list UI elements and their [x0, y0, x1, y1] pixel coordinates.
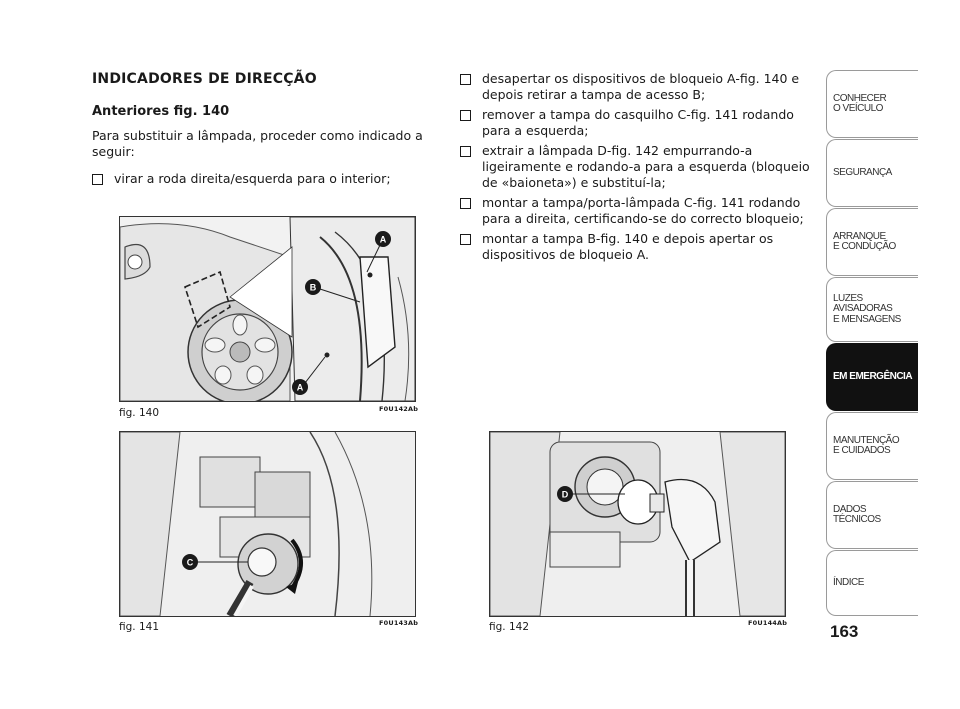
- sidebar-tab-label: MANUTENÇÃO E CUIDADOS: [833, 434, 900, 456]
- callout-label: A: [297, 383, 304, 393]
- section-heading: INDICADORES DE DIRECÇÃO: [92, 71, 317, 87]
- bullet-text: virar a roda direita/esquerda para o int…: [114, 171, 391, 186]
- sidebar-tab-label: SEGURANÇA: [833, 166, 892, 178]
- list-item: montar a tampa/porta-lâmpada C-fig. 141 …: [460, 195, 810, 227]
- list-item: remover a tampa do casquilho C-fig. 141 …: [460, 107, 810, 139]
- checkbox-bullet-icon: [92, 174, 103, 185]
- bullet-text: montar a tampa B-fig. 140 e depois apert…: [482, 231, 774, 262]
- sidebar-tab-dados-tecnicos[interactable]: DADOS TÉCNICOS: [826, 481, 918, 549]
- sidebar-tab-label: ÍNDICE: [833, 576, 864, 588]
- sidebar-tab-em-emergencia[interactable]: EM EMERGÊNCIA: [826, 343, 918, 411]
- figure-code: F0U144Ab: [748, 619, 788, 627]
- figure-code: F0U142Ab: [379, 405, 419, 413]
- figure-141-illustration: C: [119, 431, 416, 617]
- figure-140-illustration: A B A: [119, 216, 416, 402]
- figure-caption: fig. 141: [119, 621, 159, 633]
- list-item: virar a roda direita/esquerda para o int…: [92, 171, 432, 187]
- sidebar-tab-label: EM EMERGÊNCIA: [833, 370, 913, 382]
- bullet-text: montar a tampa/porta-lâmpada C-fig. 141 …: [482, 195, 804, 226]
- sidebar-tab-label: ARRANQUE E CONDUÇÃO: [833, 230, 896, 252]
- sidebar-tab-luzes-avisadoras[interactable]: LUZES AVISADORAS E MENSAGENS: [826, 277, 918, 342]
- callout-label: B: [310, 283, 317, 293]
- bullet-text: desapertar os dispositivos de bloqueio A…: [482, 71, 800, 102]
- sidebar-tab-manutencao-e-cuidados[interactable]: MANUTENÇÃO E CUIDADOS: [826, 412, 918, 480]
- sidebar-tab-seguranca[interactable]: SEGURANÇA: [826, 139, 918, 207]
- callout-label: C: [187, 558, 194, 568]
- figure-caption: fig. 142: [489, 621, 529, 633]
- checkbox-bullet-icon: [460, 74, 471, 85]
- list-item: extrair a lâmpada D-fig. 142 empurrando-…: [460, 143, 810, 191]
- bullet-text: extrair a lâmpada D-fig. 142 empurrando-…: [482, 143, 810, 190]
- intro-paragraph: Para substituir a lâmpada, proceder como…: [92, 128, 423, 159]
- checkbox-bullet-icon: [460, 110, 471, 121]
- sidebar-tab-label: DADOS TÉCNICOS: [833, 503, 881, 525]
- sidebar-tab-arranque-e-conducao[interactable]: ARRANQUE E CONDUÇÃO: [826, 208, 918, 276]
- sidebar-tab-conhecer-o-veiculo[interactable]: CONHECER O VEÍCULO: [826, 70, 918, 138]
- checkbox-bullet-icon: [460, 146, 471, 157]
- figure-142-illustration: D: [489, 431, 786, 617]
- callout-label: A: [380, 235, 387, 245]
- list-item: desapertar os dispositivos de bloqueio A…: [460, 71, 810, 103]
- checkbox-bullet-icon: [460, 234, 471, 245]
- right-bullet-list: desapertar os dispositivos de bloqueio A…: [460, 71, 810, 267]
- callout-label: D: [562, 490, 569, 500]
- sidebar-tab-indice[interactable]: ÍNDICE: [826, 550, 918, 616]
- checkbox-bullet-icon: [460, 198, 471, 209]
- page-number: 163: [830, 622, 859, 641]
- bullet-text: remover a tampa do casquilho C-fig. 141 …: [482, 107, 794, 138]
- figure-caption: fig. 140: [119, 407, 159, 419]
- left-bullet-list: virar a roda direita/esquerda para o int…: [92, 171, 432, 191]
- list-item: montar a tampa B-fig. 140 e depois apert…: [460, 231, 810, 263]
- figure-code: F0U143Ab: [379, 619, 419, 627]
- section-subheading: Anteriores fig. 140: [92, 104, 230, 119]
- sidebar-tab-label: CONHECER O VEÍCULO: [833, 92, 887, 114]
- sidebar-tab-label: LUZES AVISADORAS E MENSAGENS: [833, 292, 901, 325]
